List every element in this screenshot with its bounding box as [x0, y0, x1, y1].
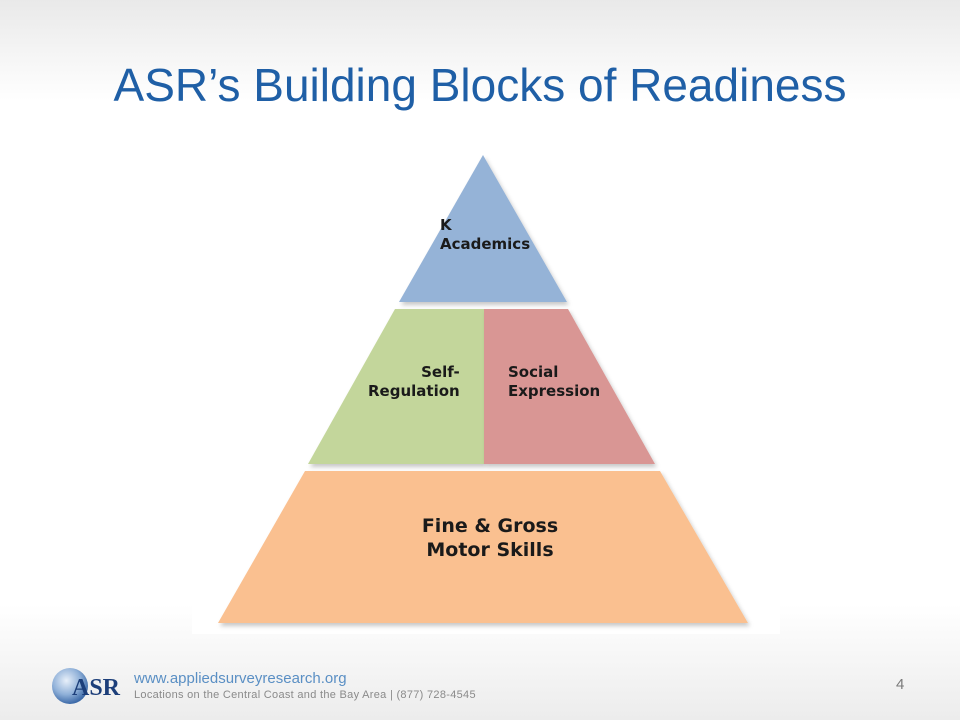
footer-url[interactable]: www.appliedsurveyresearch.org	[134, 670, 347, 687]
globe-icon	[52, 668, 88, 704]
pyramid-middle-right-block	[484, 309, 655, 464]
pyramid-base-label: Fine & Gross Motor Skills	[320, 515, 660, 563]
footer-locations: Locations on the Central Coast and the B…	[134, 689, 476, 701]
pyramid-base-block	[218, 471, 748, 623]
label-line: Academics	[440, 234, 531, 253]
pyramid-middle-left-label: Self- Regulation	[368, 363, 460, 401]
label-line: Regulation	[368, 381, 460, 400]
label-line: Motor Skills	[426, 538, 554, 561]
page-number: 4	[896, 676, 905, 693]
asr-logo: ASR	[52, 668, 121, 704]
pyramid-top-block	[399, 155, 567, 302]
label-line: Fine & Gross	[421, 515, 559, 537]
pyramid-middle-right-label: Social Expression	[508, 363, 600, 401]
logo-text: ASR	[72, 675, 121, 701]
slide-title: ASR’s Building Blocks of Readiness	[113, 59, 847, 111]
pyramid-middle-left-block	[308, 309, 484, 464]
label-line: Social	[508, 363, 559, 381]
pyramid-top-label: K Academics	[440, 216, 530, 254]
label-line: K	[440, 216, 452, 234]
label-line: Expression	[508, 381, 601, 400]
label-line: Self-	[421, 363, 460, 381]
